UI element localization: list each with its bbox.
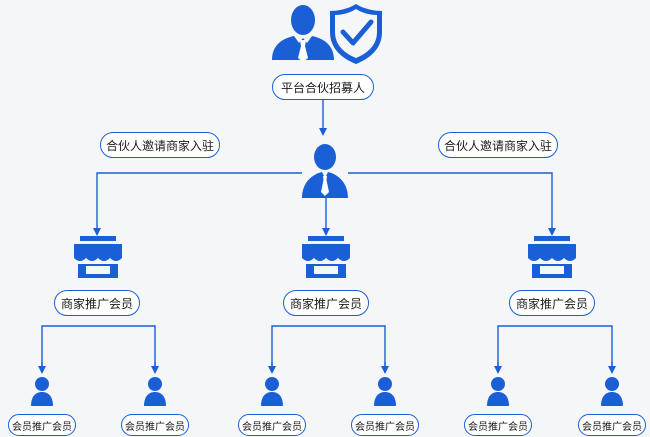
member-promote-member-label: 会员推广会员 xyxy=(238,414,306,436)
partner-branch-connectors xyxy=(93,172,556,236)
merchant-promote-member-label: 商家推广会员 xyxy=(509,290,595,316)
partner-invite-merchant-label-left: 合伙人邀请商家入驻 xyxy=(100,132,220,158)
person-icon xyxy=(31,377,53,406)
member-promote-member-label: 会员推广会员 xyxy=(464,414,532,436)
person-icon xyxy=(487,377,509,406)
person-icon xyxy=(144,377,166,406)
storefront-icon xyxy=(302,236,350,278)
member-icons xyxy=(31,377,623,406)
storefront-icon xyxy=(74,236,122,278)
shield-check-icon xyxy=(330,4,382,64)
person-icon xyxy=(261,377,283,406)
merchant-promote-member-label: 商家推广会员 xyxy=(54,290,140,316)
storefront-icon xyxy=(528,236,576,278)
partner-invite-merchant-label-right: 合伙人邀请商家入驻 xyxy=(438,132,558,158)
person-icon xyxy=(374,377,396,406)
member-promote-member-label: 会员推广会员 xyxy=(8,414,76,436)
merchant-member-connectors xyxy=(38,325,616,374)
member-promote-member-label: 会员推广会员 xyxy=(351,414,419,436)
businessman-icon xyxy=(272,5,334,62)
person-with-tie-icon xyxy=(302,144,348,198)
member-promote-member-label: 会员推广会员 xyxy=(578,414,646,436)
member-promote-member-label: 会员推广会员 xyxy=(121,414,189,436)
merchant-promote-member-label: 商家推广会员 xyxy=(283,290,369,316)
person-icon xyxy=(601,377,623,406)
platform-partner-recruiter-label: 平台合伙招募人 xyxy=(272,74,374,100)
store-icons xyxy=(74,236,576,278)
